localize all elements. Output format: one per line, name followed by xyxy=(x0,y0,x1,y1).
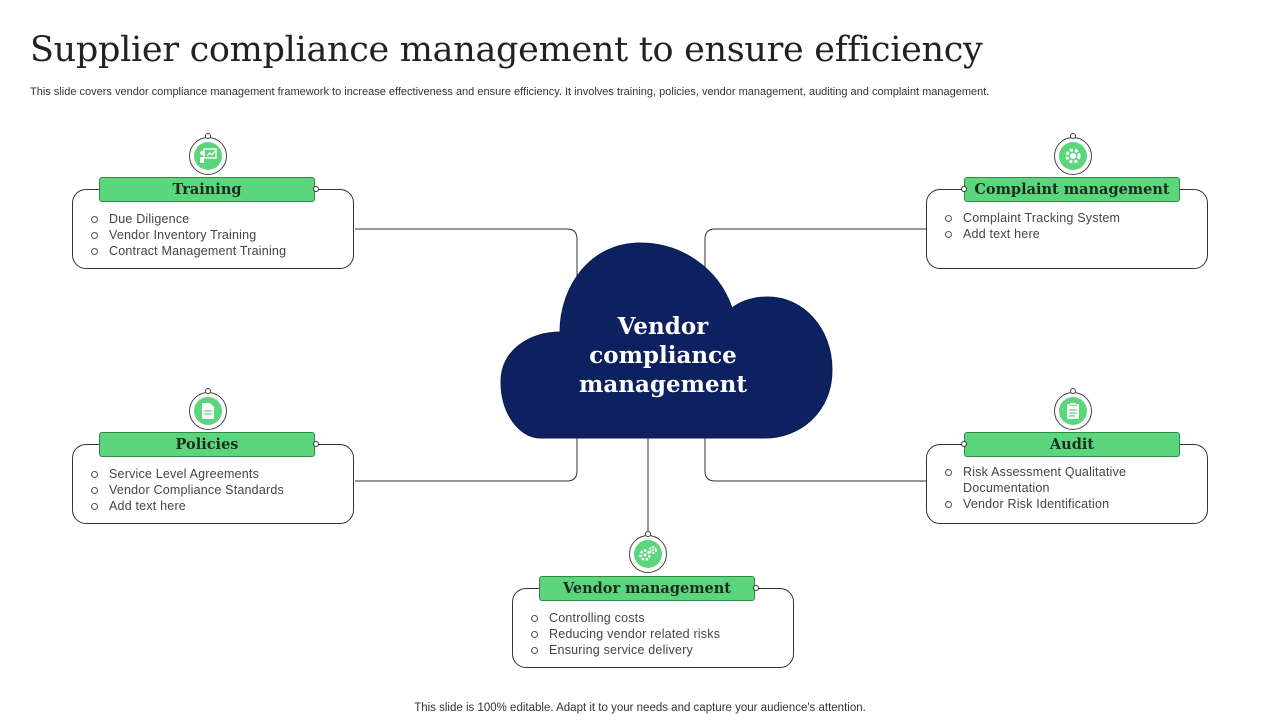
policies-box: Service Level Agreements Vendor Complian… xyxy=(72,444,354,524)
connector-training xyxy=(355,228,578,290)
list-item-continuation: Documentation xyxy=(963,481,1050,495)
audit-label: Audit xyxy=(964,432,1180,457)
training-label: Training xyxy=(99,177,315,202)
complaint-dot xyxy=(961,186,967,192)
policies-icon xyxy=(189,388,227,430)
center-line-3: management xyxy=(579,371,747,398)
training-dot xyxy=(313,186,319,192)
policies-list: Service Level Agreements Vendor Complian… xyxy=(91,466,284,514)
training-list: Due Diligence Vendor Inventory Training … xyxy=(90,211,287,259)
list-item: Ensuring service delivery xyxy=(530,642,720,658)
connector-audit xyxy=(704,420,927,482)
complaint-label: Complaint management xyxy=(964,177,1180,202)
vendor-label: Vendor management xyxy=(539,576,755,601)
complaint-icon xyxy=(1054,133,1092,175)
training-icon xyxy=(189,133,227,175)
audit-list: Risk Assessment Qualitative Documentatio… xyxy=(944,464,1127,512)
vendor-icon xyxy=(629,531,667,573)
list-item: Vendor Compliance Standards xyxy=(91,483,284,497)
list-item: Add text here xyxy=(91,498,284,514)
list-item: Reducing vendor related risks xyxy=(530,627,721,641)
footer-note: This slide is 100% editable. Adapt it to… xyxy=(414,702,866,714)
audit-box: Risk Assessment Qualitative Documentatio… xyxy=(926,444,1208,524)
list-item: Controlling costs xyxy=(530,610,720,626)
policies-dot xyxy=(313,441,319,447)
vendor-box: Controlling costs Reducing vendor relate… xyxy=(512,588,794,668)
connector-complaint xyxy=(704,228,927,290)
center-line-1: Vendor xyxy=(617,313,709,340)
audit-icon xyxy=(1054,388,1092,430)
list-item: Contract Management Training xyxy=(90,244,287,258)
list-item: Vendor Risk Identification xyxy=(944,496,1126,512)
vendor-list: Controlling costs Reducing vendor relate… xyxy=(530,610,721,658)
list-item: Complaint Tracking System xyxy=(944,211,1121,225)
page-title: Supplier compliance management to ensure… xyxy=(30,30,983,70)
list-item: Risk Assessment Qualitative xyxy=(944,465,1127,479)
center-cloud xyxy=(500,242,833,439)
page-subtitle: This slide covers vendor compliance mana… xyxy=(30,86,990,98)
connector-policies xyxy=(355,420,578,482)
audit-dot xyxy=(961,441,967,447)
complaint-list: Complaint Tracking System Add text here xyxy=(944,210,1121,242)
vendor-dot xyxy=(753,585,759,591)
list-item: Due Diligence xyxy=(90,211,286,227)
center-line-2: compliance xyxy=(589,342,737,369)
list-item: Add text here xyxy=(944,226,1120,242)
list-item: Vendor Inventory Training xyxy=(90,227,286,243)
center-title: Vendor compliance management xyxy=(540,312,786,399)
policies-label: Policies xyxy=(99,432,315,457)
list-item: Service Level Agreements xyxy=(91,466,284,482)
